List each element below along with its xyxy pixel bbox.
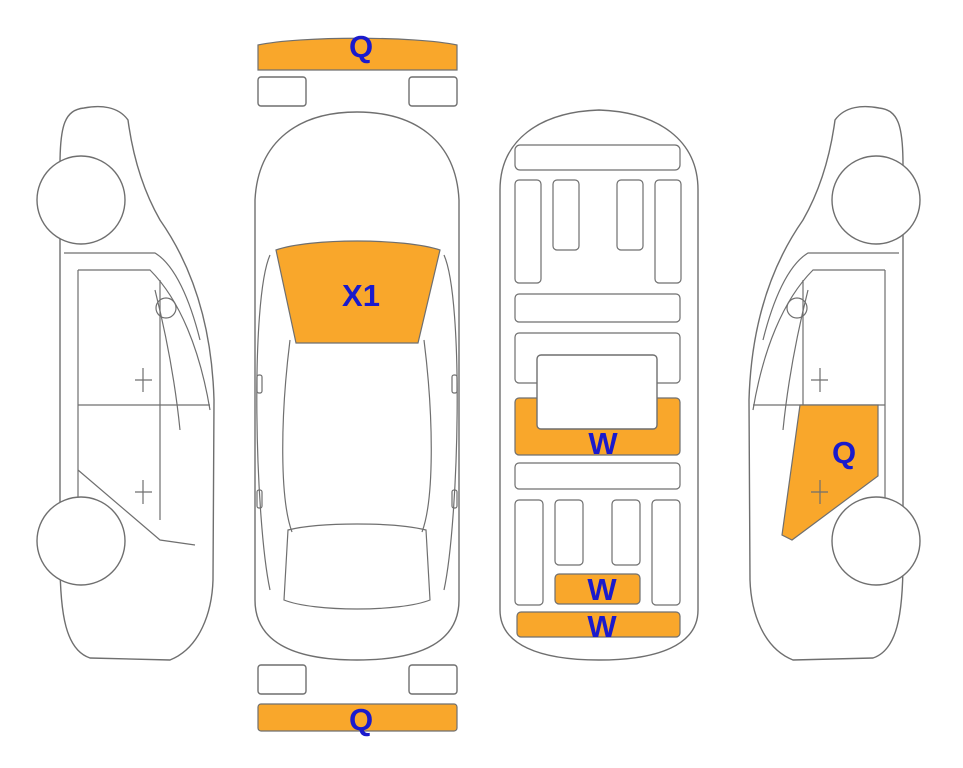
floor-rear-bumper-label: W	[587, 609, 617, 644]
underbody-view	[499, 109, 699, 661]
front-bumper-label: Q	[349, 29, 373, 64]
floor-rear-damage	[554, 573, 641, 605]
left-side-view	[36, 105, 215, 661]
windshield-damage	[275, 240, 441, 344]
right-rear-door-damage	[781, 404, 879, 541]
rear-left-light	[257, 664, 307, 695]
floor-center-label: W	[588, 426, 618, 461]
rear-bumper-damage	[257, 703, 458, 732]
floor-rear-bumper-damage	[516, 611, 681, 638]
front-bumper-damage	[257, 37, 458, 71]
right-rear-door-label: Q	[832, 435, 856, 470]
right-side-view	[748, 105, 921, 661]
windshield-label: X1	[342, 278, 380, 313]
rear-bumper-label: Q	[349, 702, 373, 737]
top-view	[254, 37, 460, 732]
front-right-light	[408, 76, 458, 107]
rear-right-light	[408, 664, 458, 695]
front-left-light	[257, 76, 307, 107]
floor-rear-label: W	[587, 572, 617, 607]
